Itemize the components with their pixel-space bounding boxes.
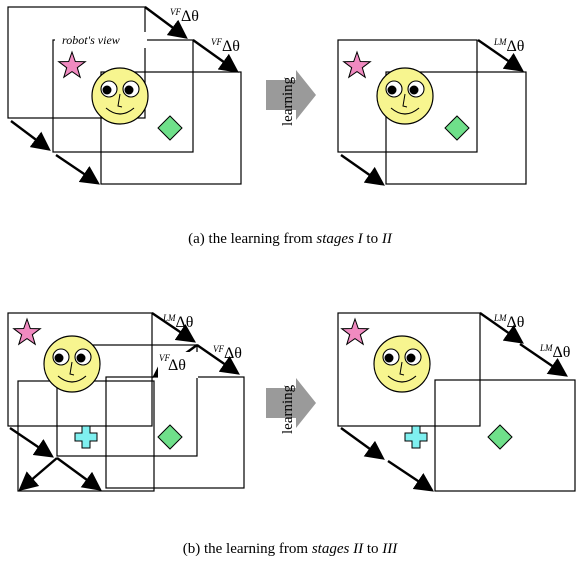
- shift-arrow: [56, 457, 102, 491]
- cross-icon: [74, 425, 98, 449]
- view-frame: [56, 344, 198, 457]
- panel-a-after: LMΔθ: [337, 37, 527, 186]
- delta-theta-arrow: [192, 39, 239, 73]
- shift-arrow: [10, 120, 51, 151]
- star-icon: [58, 51, 86, 78]
- shift-arrow: [55, 154, 100, 185]
- delta-theta-arrow: [144, 6, 188, 39]
- lm-delta-theta-label: LMΔθ: [493, 313, 524, 331]
- shift-arrow: [18, 457, 58, 492]
- delta-theta-arrow: [479, 312, 524, 344]
- view-frame: [385, 71, 527, 185]
- vf-delta-theta-label: VFΔθ: [170, 7, 199, 25]
- robots-view-label-bg: [55, 32, 147, 48]
- robot-face-icon: [43, 335, 101, 393]
- label-bg: [158, 352, 198, 378]
- diamond-icon: [444, 115, 470, 141]
- cross-icon: [404, 425, 428, 449]
- vf-delta-theta-label: VFΔθ: [213, 344, 242, 362]
- view-frame: [337, 312, 481, 427]
- diamond-icon: [157, 115, 183, 141]
- panel-a-before: robot's view VFΔθ VFΔθ: [7, 6, 242, 185]
- vf-delta-theta-label: VFΔθ: [159, 353, 186, 374]
- delta-theta-arrow: [151, 312, 196, 343]
- view-frame: [100, 71, 242, 185]
- shift-arrow: [387, 460, 434, 492]
- view-frame: [7, 6, 146, 119]
- lm-delta-theta-label: LMΔθ: [493, 37, 524, 55]
- shift-arrow: [9, 427, 54, 458]
- learning-arrow-a: learning: [266, 70, 316, 126]
- lm-delta-theta-label: LMΔθ: [162, 313, 193, 331]
- learning-label: learning: [280, 76, 296, 126]
- caption-a: (a) the learning from stages I to II: [188, 231, 393, 247]
- view-frame: [434, 379, 576, 492]
- shift-arrow: [340, 427, 385, 460]
- panel-b-after: LMΔθ LMΔθ: [337, 312, 576, 492]
- lm-delta-theta-label: LMΔθ: [539, 343, 570, 361]
- robot-face-icon: [373, 335, 431, 393]
- view-frame: [7, 312, 153, 427]
- vf-delta-theta-label: VFΔθ: [211, 37, 240, 55]
- delta-theta-arrow: [196, 344, 240, 375]
- diamond-icon: [487, 424, 513, 450]
- learning-arrow-b: learning: [266, 378, 316, 434]
- diamond-icon: [157, 424, 183, 450]
- delta-theta-arrow: [519, 343, 568, 377]
- star-icon: [13, 318, 41, 345]
- star-icon: [343, 51, 371, 78]
- delta-theta-arrow: [477, 39, 524, 72]
- caption-b: (b) the learning from stages II to III: [183, 541, 399, 557]
- robot-face-icon: [376, 67, 434, 125]
- panel-b-before: LMΔθ VFΔθ VFΔθ: [7, 312, 245, 492]
- star-icon: [341, 318, 369, 345]
- shift-arrow: [340, 154, 385, 186]
- robot-face-icon: [91, 67, 149, 125]
- learning-label: learning: [280, 384, 296, 434]
- view-frame: [337, 39, 478, 153]
- robots-view-label: robot's view: [62, 33, 120, 47]
